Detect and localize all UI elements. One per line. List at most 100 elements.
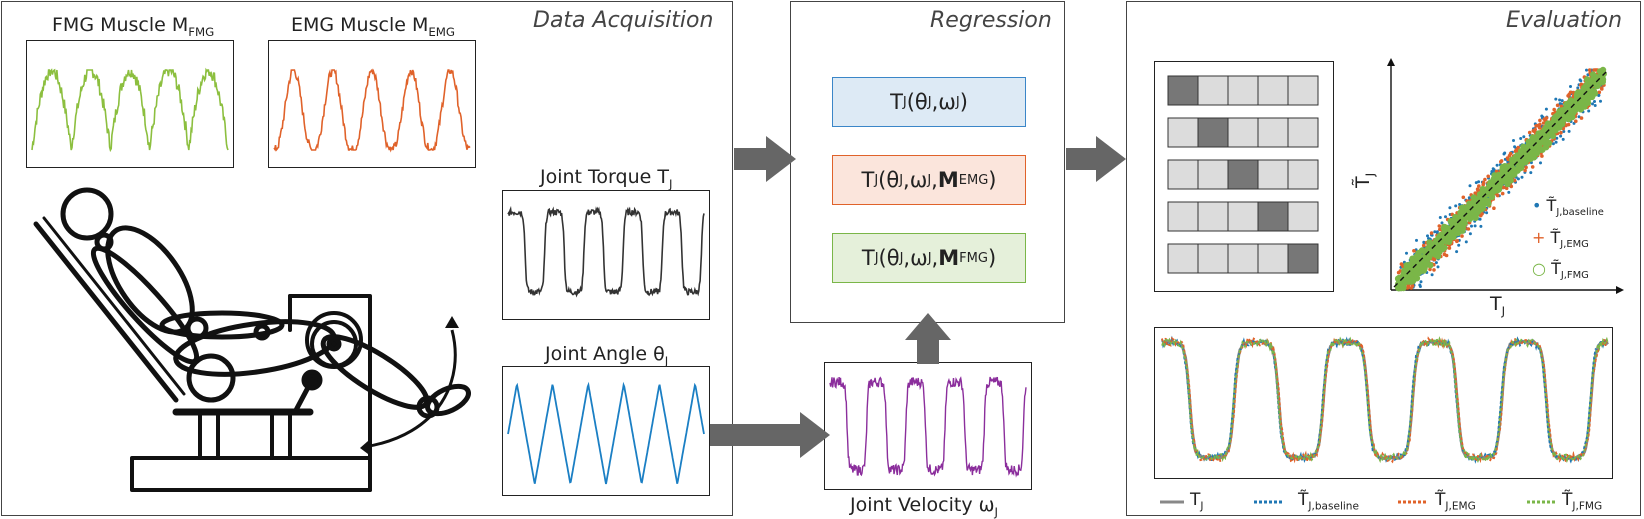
scatter-point-emg [1412, 249, 1416, 253]
scatter-point-fmg [1539, 146, 1546, 153]
scatter-point-baseline [1587, 109, 1591, 113]
scatter-point-baseline [1585, 68, 1588, 72]
scatter-point-emg [1578, 83, 1583, 87]
timeseries-fmg-trace [1161, 335, 1609, 465]
scatter-point-emg [1559, 130, 1563, 135]
angle-signal-label: Joint Angle θJ [545, 343, 669, 368]
scatter-point-fmg [1511, 171, 1518, 178]
scatter-point-baseline [1430, 273, 1434, 277]
scatter-point-emg [1460, 234, 1464, 238]
scatter-point-emg [1555, 103, 1560, 108]
scatter-point-baseline [1455, 250, 1459, 254]
scatter-point-baseline [1415, 238, 1418, 242]
scatter-point-emg [1500, 191, 1505, 196]
scatter-point-emg [1516, 145, 1520, 150]
scatter-point-emg [1481, 180, 1486, 185]
scatter-point-baseline [1458, 203, 1462, 206]
scatter-point-emg [1477, 184, 1481, 188]
cv-train-fold-cell [1227, 75, 1259, 106]
scatter-y-arrowhead [1387, 58, 1395, 66]
scatter-point-emg [1523, 168, 1527, 173]
scatter-point-fmg [1507, 177, 1514, 184]
scatter-point-emg [1579, 116, 1584, 120]
scatter-point-emg [1492, 206, 1496, 210]
cv-train-fold-cell [1287, 159, 1319, 190]
scatter-point-fmg [1444, 228, 1451, 235]
scatter-point-emg [1406, 284, 1411, 289]
scatter-point-fmg [1514, 152, 1522, 159]
scatter-point-baseline [1436, 265, 1440, 269]
scatter-point-fmg [1529, 134, 1537, 141]
scatter-point-baseline [1569, 85, 1572, 88]
cv-fold-cells [1167, 75, 1319, 274]
scatter-point-fmg [1596, 68, 1604, 75]
scatter-point-emg [1475, 187, 1480, 191]
scatter-point-fmg [1556, 124, 1563, 131]
regression-title: Regression [930, 8, 1052, 33]
scatter-point-baseline [1579, 79, 1583, 83]
cv-train-fold-cell [1257, 75, 1289, 106]
scatter-x-arrowhead [1616, 286, 1624, 294]
scatter-point-baseline [1470, 224, 1473, 228]
scatter-point-fmg [1577, 106, 1585, 113]
scatter-point-baseline [1492, 168, 1496, 172]
scatter-point-baseline [1529, 171, 1533, 175]
scatter-point-fmg [1584, 99, 1591, 107]
fmg-signal-plot [26, 40, 234, 168]
scatter-axes [1390, 62, 1620, 291]
scatter-point-emg [1466, 227, 1471, 231]
cv-train-fold-cell [1167, 117, 1199, 148]
scatter-point-fmg [1449, 228, 1456, 236]
scatter-point-baseline [1479, 224, 1483, 228]
scatter-point-baseline [1419, 280, 1423, 284]
timeseries-baseline-trace [1161, 335, 1609, 464]
evaluation-title: Evaluation [1506, 8, 1623, 33]
scatter-point-fmg [1573, 96, 1580, 104]
scatter-point-baseline [1561, 137, 1565, 141]
torque-signal-label: Joint Torque TJ [540, 166, 673, 191]
scatter-point-emg [1587, 68, 1592, 72]
scatter-point-fmg [1426, 246, 1433, 253]
scatter-point-baseline [1593, 104, 1597, 107]
scatter-point-fmg [1409, 277, 1417, 285]
motion-arrowhead-up [445, 316, 459, 328]
scatter-point-baseline [1444, 215, 1447, 219]
flow-arrow-acq-to-regression [734, 136, 796, 182]
timeseries-emg-trace [1161, 335, 1609, 466]
emg-trace [273, 68, 471, 153]
scatter-point-baseline [1467, 196, 1471, 200]
scatter-point-fmg [1567, 97, 1574, 104]
scatter-point-baseline [1422, 240, 1426, 244]
scatter-point-fmg [1446, 235, 1454, 242]
scatter-point-fmg [1509, 156, 1516, 163]
scatter-point-emg [1600, 87, 1604, 91]
scatter-point-emg [1410, 284, 1415, 288]
scatter-point-fmg [1487, 180, 1495, 187]
scatter-point-fmg [1417, 257, 1425, 265]
flow-arrow-angle-to-velocity [710, 412, 830, 458]
cv-train-fold-cell [1197, 243, 1229, 274]
scatter-point-fmg [1423, 254, 1431, 261]
scatter-point-emg [1486, 174, 1490, 179]
scatter-point-emg [1524, 165, 1528, 170]
scatter-point-fmg [1458, 204, 1466, 212]
scatter-point-baseline [1597, 94, 1601, 97]
scatter-point-fmg [1487, 190, 1494, 198]
scatter-point-fmg [1406, 266, 1414, 273]
scatter-point-baseline [1599, 99, 1602, 103]
scatter-x-label: TJ [1490, 293, 1506, 318]
scatter-point-baseline [1435, 230, 1439, 234]
scatter-point-baseline [1485, 211, 1489, 215]
emg-signal-label: EMG Muscle MEMG [291, 14, 456, 39]
knee-dynamometer-illustration [33, 187, 471, 492]
scatter-point-baseline [1562, 130, 1566, 133]
scatter-point-emg [1442, 252, 1447, 257]
scatter-point-baseline [1438, 216, 1442, 219]
scatter-point-fmg [1501, 163, 1509, 170]
scatter-point-fmg [1585, 84, 1592, 91]
flow-arrow-regression-to-eval [1066, 136, 1126, 182]
scatter-point-baseline [1516, 177, 1520, 181]
scatter-point-baseline [1468, 184, 1472, 188]
